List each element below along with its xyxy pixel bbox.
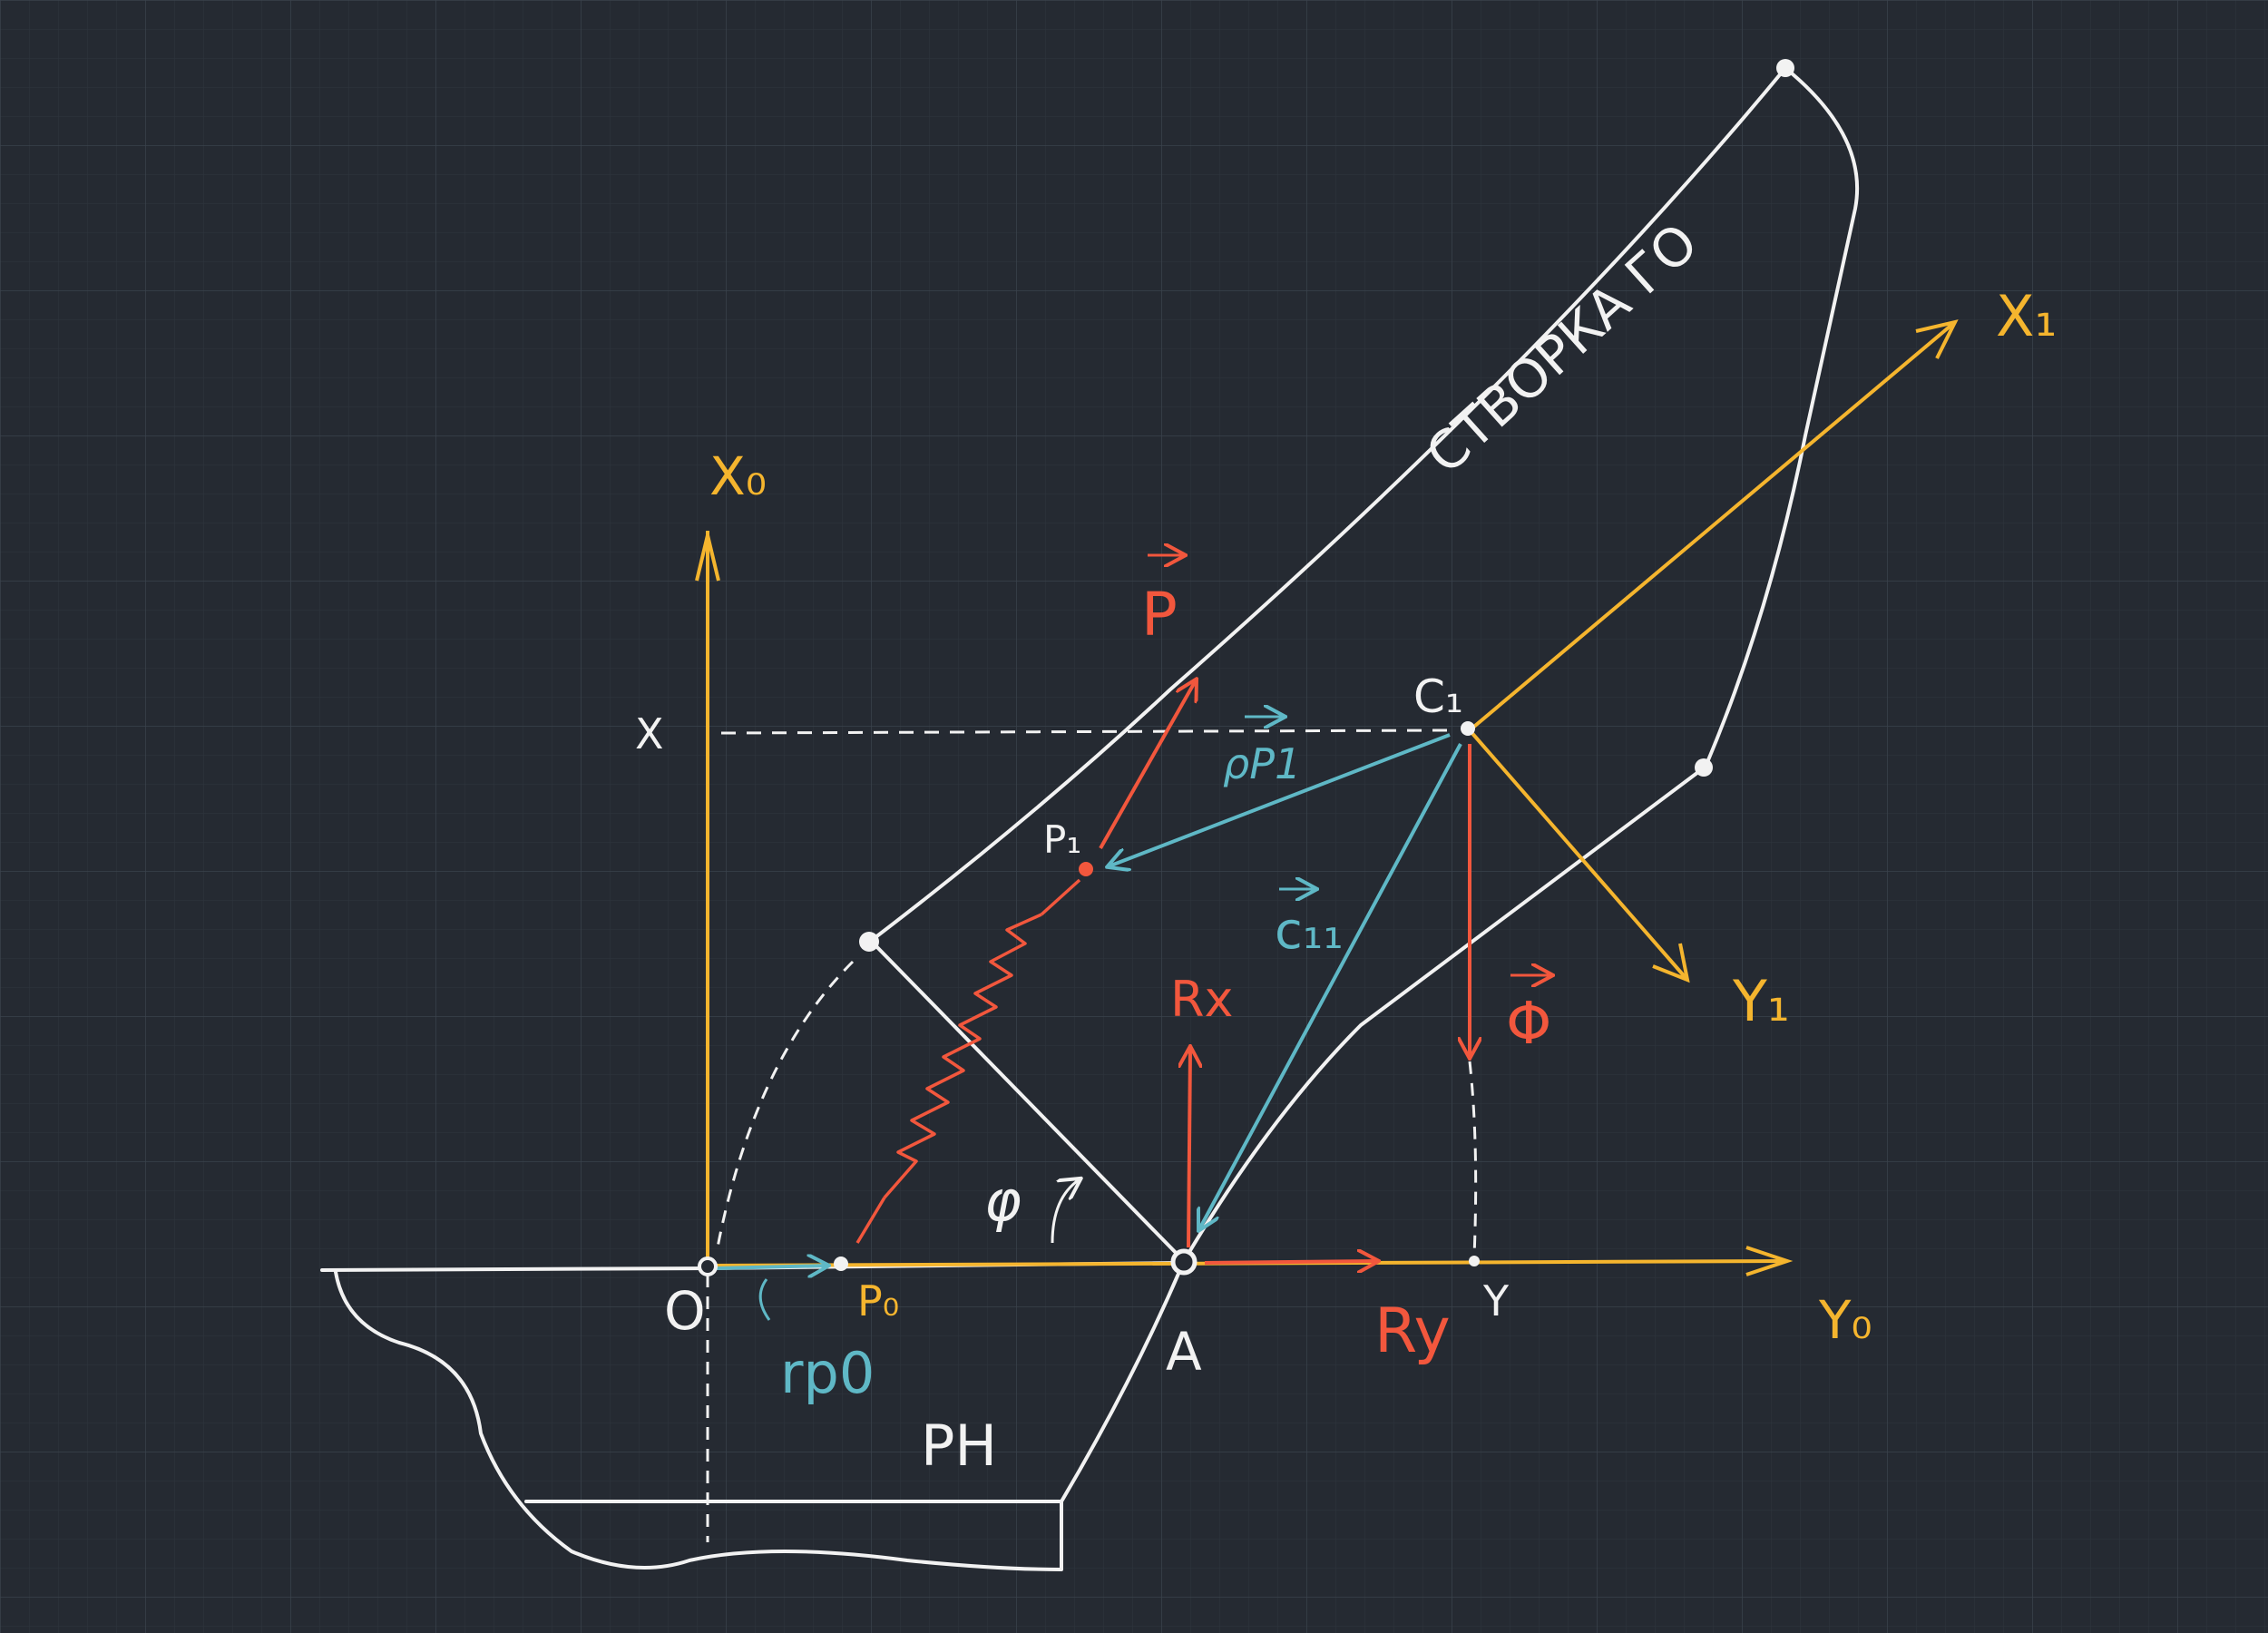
point-flap-tip: [1776, 59, 1794, 77]
label-vec-rp0: rp0: [780, 1340, 875, 1406]
point-origin: [698, 1257, 718, 1276]
angle-phi-arrow: [1051, 1179, 1080, 1244]
point-p1-marker: [1079, 862, 1093, 876]
force-ry-arrow: [1204, 1261, 1377, 1263]
label-axis-x1: X₁: [1996, 283, 2057, 349]
label-vec-rho: ρP1: [1223, 739, 1301, 788]
label-point-c1: C₁: [1413, 670, 1463, 723]
label-vec-phi-group: Φ: [1506, 975, 1551, 1058]
label-point-p0: P₀: [857, 1276, 899, 1325]
spring-actuator: [855, 878, 1081, 1244]
point-p0: [834, 1257, 848, 1271]
point-a: [1170, 1248, 1198, 1276]
point-y-marker: [1469, 1256, 1480, 1266]
force-rx-arrow: [1188, 1048, 1190, 1248]
label-vec-rho-group: ρP1: [1223, 717, 1301, 788]
vector-rp0-arrow: [716, 1266, 827, 1268]
label-point-a: A: [1166, 1321, 1202, 1383]
label-coord-x: X: [635, 709, 664, 758]
point-c1: [1461, 721, 1475, 736]
vector-p-arrow: [1099, 680, 1196, 849]
projection-x-dashed: [720, 728, 1448, 735]
vector-c11-arrow: [1199, 743, 1462, 1229]
label-axis-y0: Y₀: [1818, 1289, 1872, 1351]
point-flap-corner: [1695, 758, 1713, 777]
label-coord-y: Y: [1482, 1276, 1510, 1325]
vector-rho-arrow: [1109, 733, 1451, 866]
label-force-rx: Rx: [1170, 971, 1233, 1028]
label-point-p1: P₁: [1043, 817, 1081, 862]
label-vec-c11-group: c₁₁: [1275, 889, 1344, 961]
label-base-name: PH: [921, 1413, 997, 1479]
label-force-ry: Ry: [1374, 1296, 1451, 1367]
axis-x0: [695, 531, 720, 1266]
projection-y-dashed: [1468, 1061, 1478, 1257]
vector-rp0-hook: [758, 1278, 771, 1321]
label-vec-p: P: [1141, 580, 1178, 650]
point-flap-hinge: [859, 932, 879, 952]
label-axis-x0: X₀: [709, 445, 767, 507]
axis-y1: [1468, 728, 1690, 983]
label-origin: O: [664, 1280, 706, 1342]
label-vec-phi: Φ: [1506, 991, 1551, 1058]
label-vec-c11: c₁₁: [1275, 902, 1344, 961]
axis-x1: [1468, 319, 1959, 732]
label-axis-y1: Y₁: [1732, 968, 1790, 1034]
label-vec-p-group: P: [1141, 555, 1184, 650]
flap-outline: [869, 66, 1860, 1263]
label-angle-phi: φ: [984, 1168, 1022, 1234]
